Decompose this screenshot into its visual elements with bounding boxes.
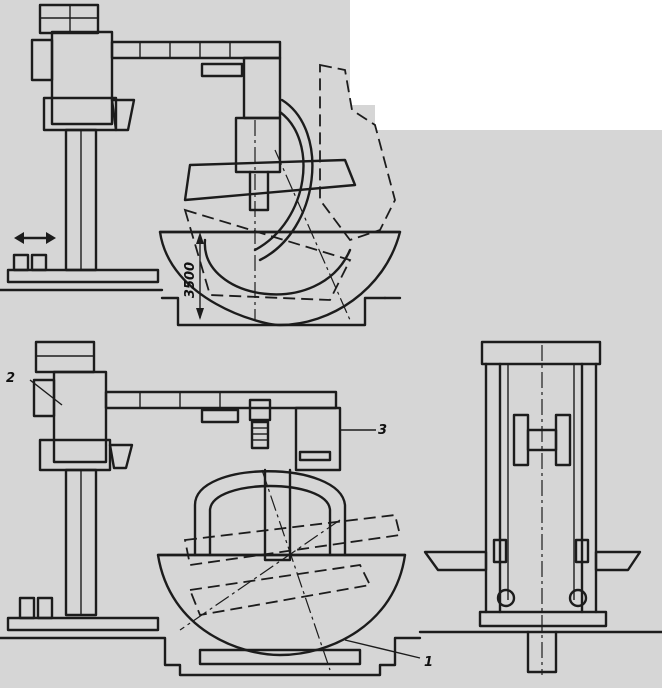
- right-flange: [594, 550, 642, 572]
- base-rail: [6, 268, 160, 284]
- callout-3: 3: [378, 423, 387, 438]
- double-arrow-icon: [14, 232, 56, 244]
- leader-2: [29, 379, 63, 406]
- bowl-lower: [156, 553, 407, 657]
- bracket: [110, 98, 136, 132]
- upper-assembly: [0, 3, 402, 327]
- top-beam: [480, 340, 602, 366]
- carriage-lower-view: [52, 370, 108, 464]
- cylinder-lower: [200, 408, 240, 424]
- boom-lower: [104, 390, 338, 410]
- alt-position: [319, 63, 396, 242]
- cylinder: [200, 62, 244, 78]
- leader-1: [344, 639, 421, 659]
- side-view: [418, 340, 662, 675]
- boom: [110, 40, 282, 60]
- inner-arc: [203, 238, 352, 296]
- gripper-body: [234, 116, 282, 174]
- alt-position-lower: [183, 514, 402, 567]
- upper-frame: [183, 158, 357, 202]
- pit: [160, 296, 387, 327]
- left-flange: [423, 550, 488, 572]
- gripper-lower: [294, 406, 342, 472]
- base-plate: [478, 610, 608, 628]
- base-rail-lower: [6, 616, 160, 632]
- pit-floor: [198, 648, 362, 666]
- arch: [193, 470, 347, 557]
- floor-lower: [0, 636, 422, 677]
- dimension-label: 3500: [183, 262, 198, 298]
- gripper-jaw: [248, 170, 270, 212]
- callout-1: 1: [424, 655, 433, 670]
- callout-2: 2: [6, 371, 15, 386]
- foundation-pin: [526, 630, 558, 674]
- lower-assembly: [0, 340, 422, 677]
- carriage: [50, 30, 114, 126]
- cable: [258, 98, 314, 262]
